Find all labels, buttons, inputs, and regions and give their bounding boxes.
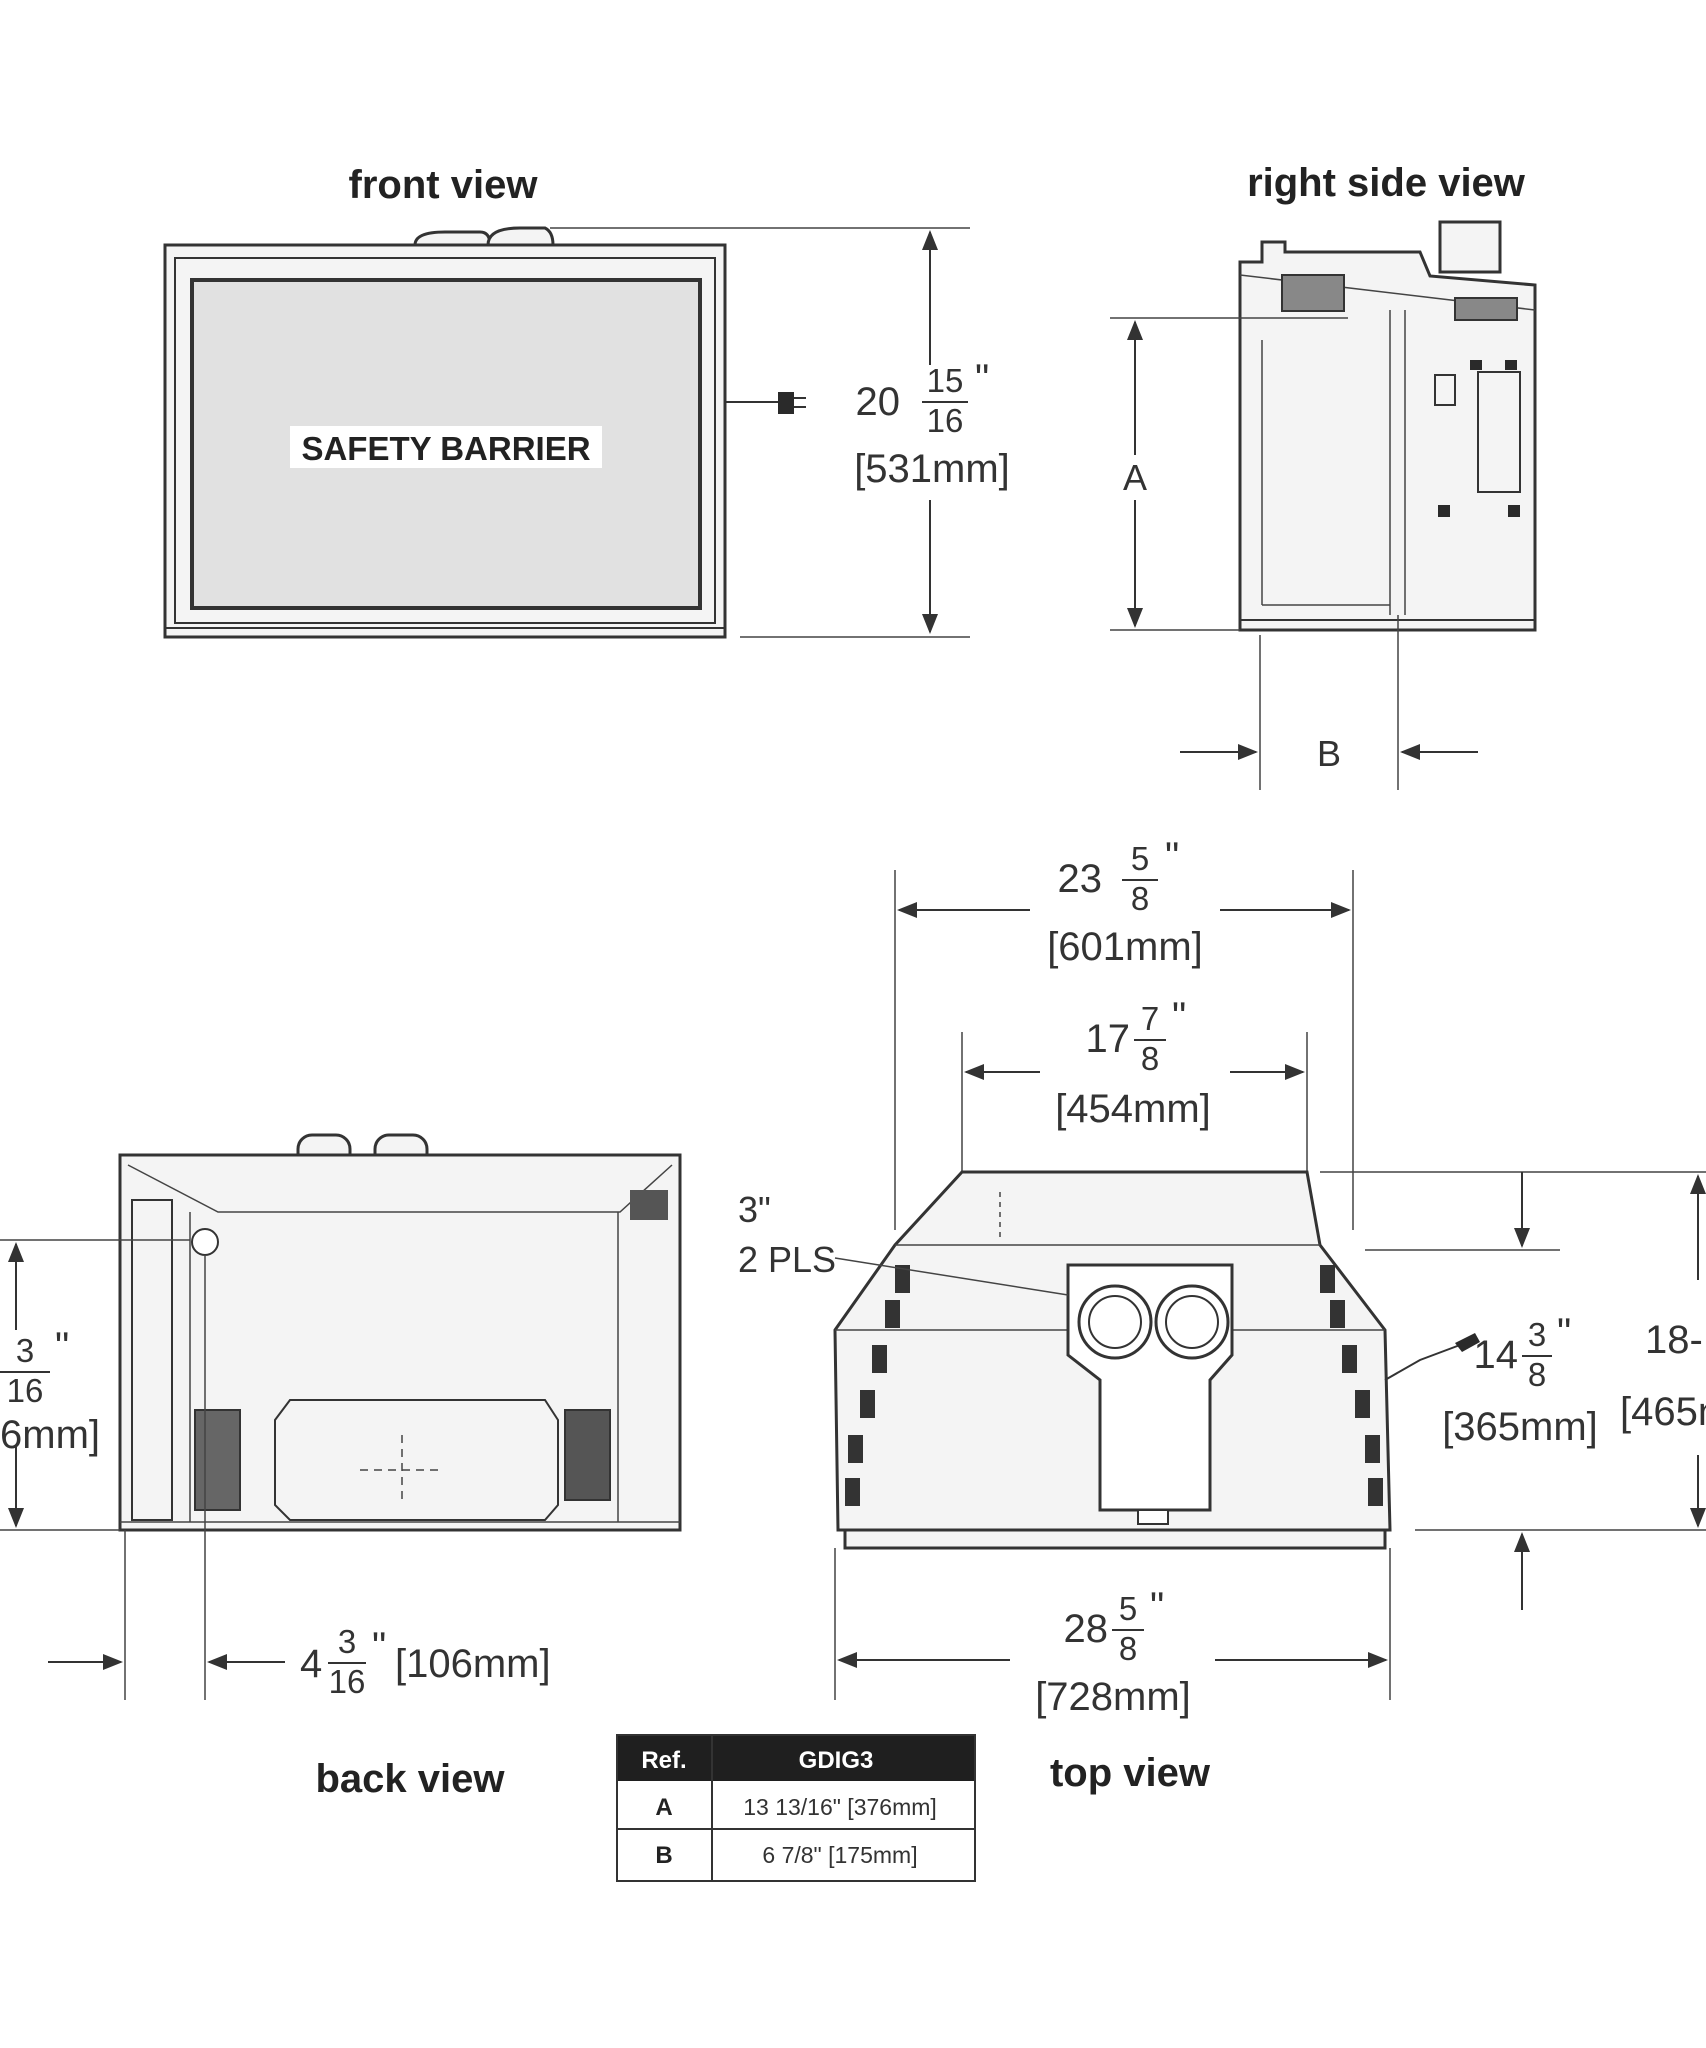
side-grille-left xyxy=(1281,274,1345,312)
top-inner-whole: 17 xyxy=(1086,1017,1131,1061)
back-body xyxy=(118,1153,682,1532)
side-label-a: A xyxy=(1123,457,1147,498)
table-row-ref: A xyxy=(655,1794,672,1821)
table-header-bg xyxy=(617,1735,975,1781)
safety-barrier-label-bg xyxy=(290,426,602,468)
table-row-ref: B xyxy=(655,1842,672,1869)
right-side-view-title: right side view xyxy=(1247,161,1526,205)
side-grille-right xyxy=(1454,297,1518,321)
back-left-numerator: 3 xyxy=(16,1332,34,1369)
back-offset-mm: [106mm] xyxy=(395,1642,551,1686)
top-vent-leader xyxy=(834,1257,1069,1296)
top-overall-whole: 23 xyxy=(1058,857,1103,901)
svg-text:": " xyxy=(1557,1311,1571,1355)
top-base-rail xyxy=(843,1528,1387,1550)
top-total-depth-mm: [465n xyxy=(1620,1390,1706,1434)
side-label-b: B xyxy=(1317,733,1341,774)
front-view: front view SAFETY BARRIER 20 15 16 " [53… xyxy=(163,163,1010,639)
back-left-denominator: 16 xyxy=(7,1372,44,1409)
front-height-inch-mark: " xyxy=(975,357,989,401)
back-port-circle xyxy=(191,1228,219,1256)
top-inner-mm: [454mm] xyxy=(1055,1087,1211,1131)
top-depth-denominator: 8 xyxy=(1528,1356,1546,1393)
front-height-denominator: 16 xyxy=(927,402,964,439)
top-width-mm: [728mm] xyxy=(1035,1675,1191,1719)
front-view-title: front view xyxy=(349,163,539,207)
side-vent-cap xyxy=(1438,220,1502,274)
top-vent-grilles xyxy=(845,1265,1383,1506)
front-height-numerator: 15 xyxy=(927,362,964,399)
top-width-whole: 28 xyxy=(1064,1607,1109,1651)
top-width-denominator: 8 xyxy=(1119,1630,1137,1667)
svg-text:": " xyxy=(55,1325,69,1369)
table-row-value: 13 13/16" [376mm] xyxy=(743,1794,937,1820)
back-control-box xyxy=(194,1409,241,1511)
top-view: 23 5 8 " [601mm] 17 7 8 " [454mm] xyxy=(738,835,1706,1795)
safety-barrier-label: SAFETY BARRIER xyxy=(301,430,590,467)
svg-text:": " xyxy=(1172,995,1186,1039)
top-depth-whole: 14 xyxy=(1474,1333,1519,1377)
front-height-mm: [531mm] xyxy=(854,447,1010,491)
top-power-plug-icon xyxy=(1455,1333,1480,1352)
dimension-table: Ref. GDIG3 A 13 13/16" [376mm] B 6 7/8" … xyxy=(616,1734,976,1882)
top-vent-size: 3" xyxy=(738,1189,771,1230)
top-inner-numerator: 7 xyxy=(1141,1000,1159,1037)
right-side-view: right side view A B xyxy=(1110,161,1537,790)
back-offset-numerator: 3 xyxy=(338,1623,356,1660)
svg-text:": " xyxy=(1150,1585,1164,1629)
power-plug-icon xyxy=(778,392,794,414)
back-view: 3 16 " 6mm] 4 3 16 " [106mm] back view xyxy=(0,1133,682,1801)
top-vent-count: 2 PLS xyxy=(738,1239,836,1280)
top-overall-numerator: 5 xyxy=(1131,840,1149,877)
side-panel-slot xyxy=(1477,371,1521,493)
top-total-depth-whole: 18- xyxy=(1645,1318,1703,1362)
top-inner-denominator: 8 xyxy=(1141,1040,1159,1077)
back-grille xyxy=(564,1409,611,1501)
side-body xyxy=(1238,240,1537,632)
back-view-title: back view xyxy=(315,1757,505,1801)
back-left-mm: 6mm] xyxy=(0,1413,100,1457)
vent-collar-left xyxy=(413,230,492,247)
top-power-cord xyxy=(1384,1344,1461,1381)
table-row-value: 6 7/8" [175mm] xyxy=(762,1842,917,1868)
top-overall-mm: [601mm] xyxy=(1047,925,1203,969)
back-left-panel xyxy=(131,1199,173,1521)
top-overall-denominator: 8 xyxy=(1131,880,1149,917)
back-offset-whole: 4 xyxy=(300,1642,322,1686)
vent-collar-right xyxy=(486,226,555,247)
table-header-ref: Ref. xyxy=(641,1747,686,1774)
top-depth-mm: [365mm] xyxy=(1442,1405,1598,1449)
top-width-numerator: 5 xyxy=(1119,1590,1137,1627)
svg-text:": " xyxy=(1165,835,1179,879)
back-offset-denominator: 16 xyxy=(329,1663,366,1700)
svg-text:": " xyxy=(372,1625,386,1669)
top-depth-numerator: 3 xyxy=(1528,1316,1546,1353)
back-access-plate xyxy=(274,1399,559,1521)
front-inner-frame xyxy=(174,257,716,624)
table-header-model: GDIG3 xyxy=(799,1747,874,1774)
front-height-whole: 20 xyxy=(856,380,901,424)
top-view-title: top view xyxy=(1050,1751,1211,1795)
